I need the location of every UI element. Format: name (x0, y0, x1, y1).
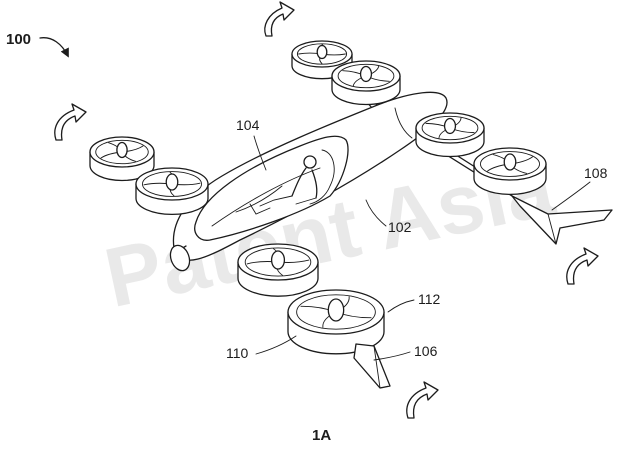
leader-rotor-duct (387, 299, 415, 313)
ducted-rotor (287, 289, 385, 355)
tail-surface (511, 195, 613, 245)
front-fin-edge (373, 345, 381, 389)
leader-tail (551, 181, 591, 211)
label-cockpit: 104 (236, 117, 260, 133)
rotor-hub (443, 117, 457, 135)
ducted-rotor (135, 167, 209, 216)
label-rotor-duct: 112 (418, 291, 441, 307)
figure-label: 1A (312, 427, 331, 444)
ducted-rotor (415, 112, 485, 158)
airflow-arrow-top (264, 1, 295, 37)
leader-front-fin (373, 351, 411, 361)
leader-fuselage (365, 199, 387, 227)
ducted-rotor (89, 136, 155, 182)
label-tail: 108 (584, 165, 608, 181)
ducted-rotor (237, 243, 319, 297)
airflow-arrow-bottom (406, 381, 439, 419)
pilot-figure (259, 149, 335, 207)
rotor-hub (165, 173, 179, 191)
airflow-arrow-left (54, 103, 87, 141)
rotor-hub (270, 250, 286, 270)
label-fuselage: 102 (388, 219, 412, 235)
rotor-hub (116, 141, 128, 159)
rotor-group (89, 40, 547, 355)
front-fin (353, 343, 391, 389)
airflow-arrow-right-bottom (566, 247, 599, 285)
rotor-hub (503, 153, 517, 171)
leader-rotor-blades (255, 335, 297, 355)
tail-edge (547, 213, 557, 245)
ducted-rotor (473, 147, 547, 196)
rotor-hub (327, 298, 345, 322)
reference-arrow (39, 37, 69, 58)
rotor-hub (359, 65, 373, 83)
label-front-fin: 106 (414, 343, 438, 359)
ducted-rotor (331, 60, 401, 106)
rotor-hub (316, 44, 328, 60)
label-rotor-blades: 110 (226, 345, 249, 361)
figure-reference-number: 100 (6, 31, 31, 48)
leader-cockpit (253, 135, 267, 171)
